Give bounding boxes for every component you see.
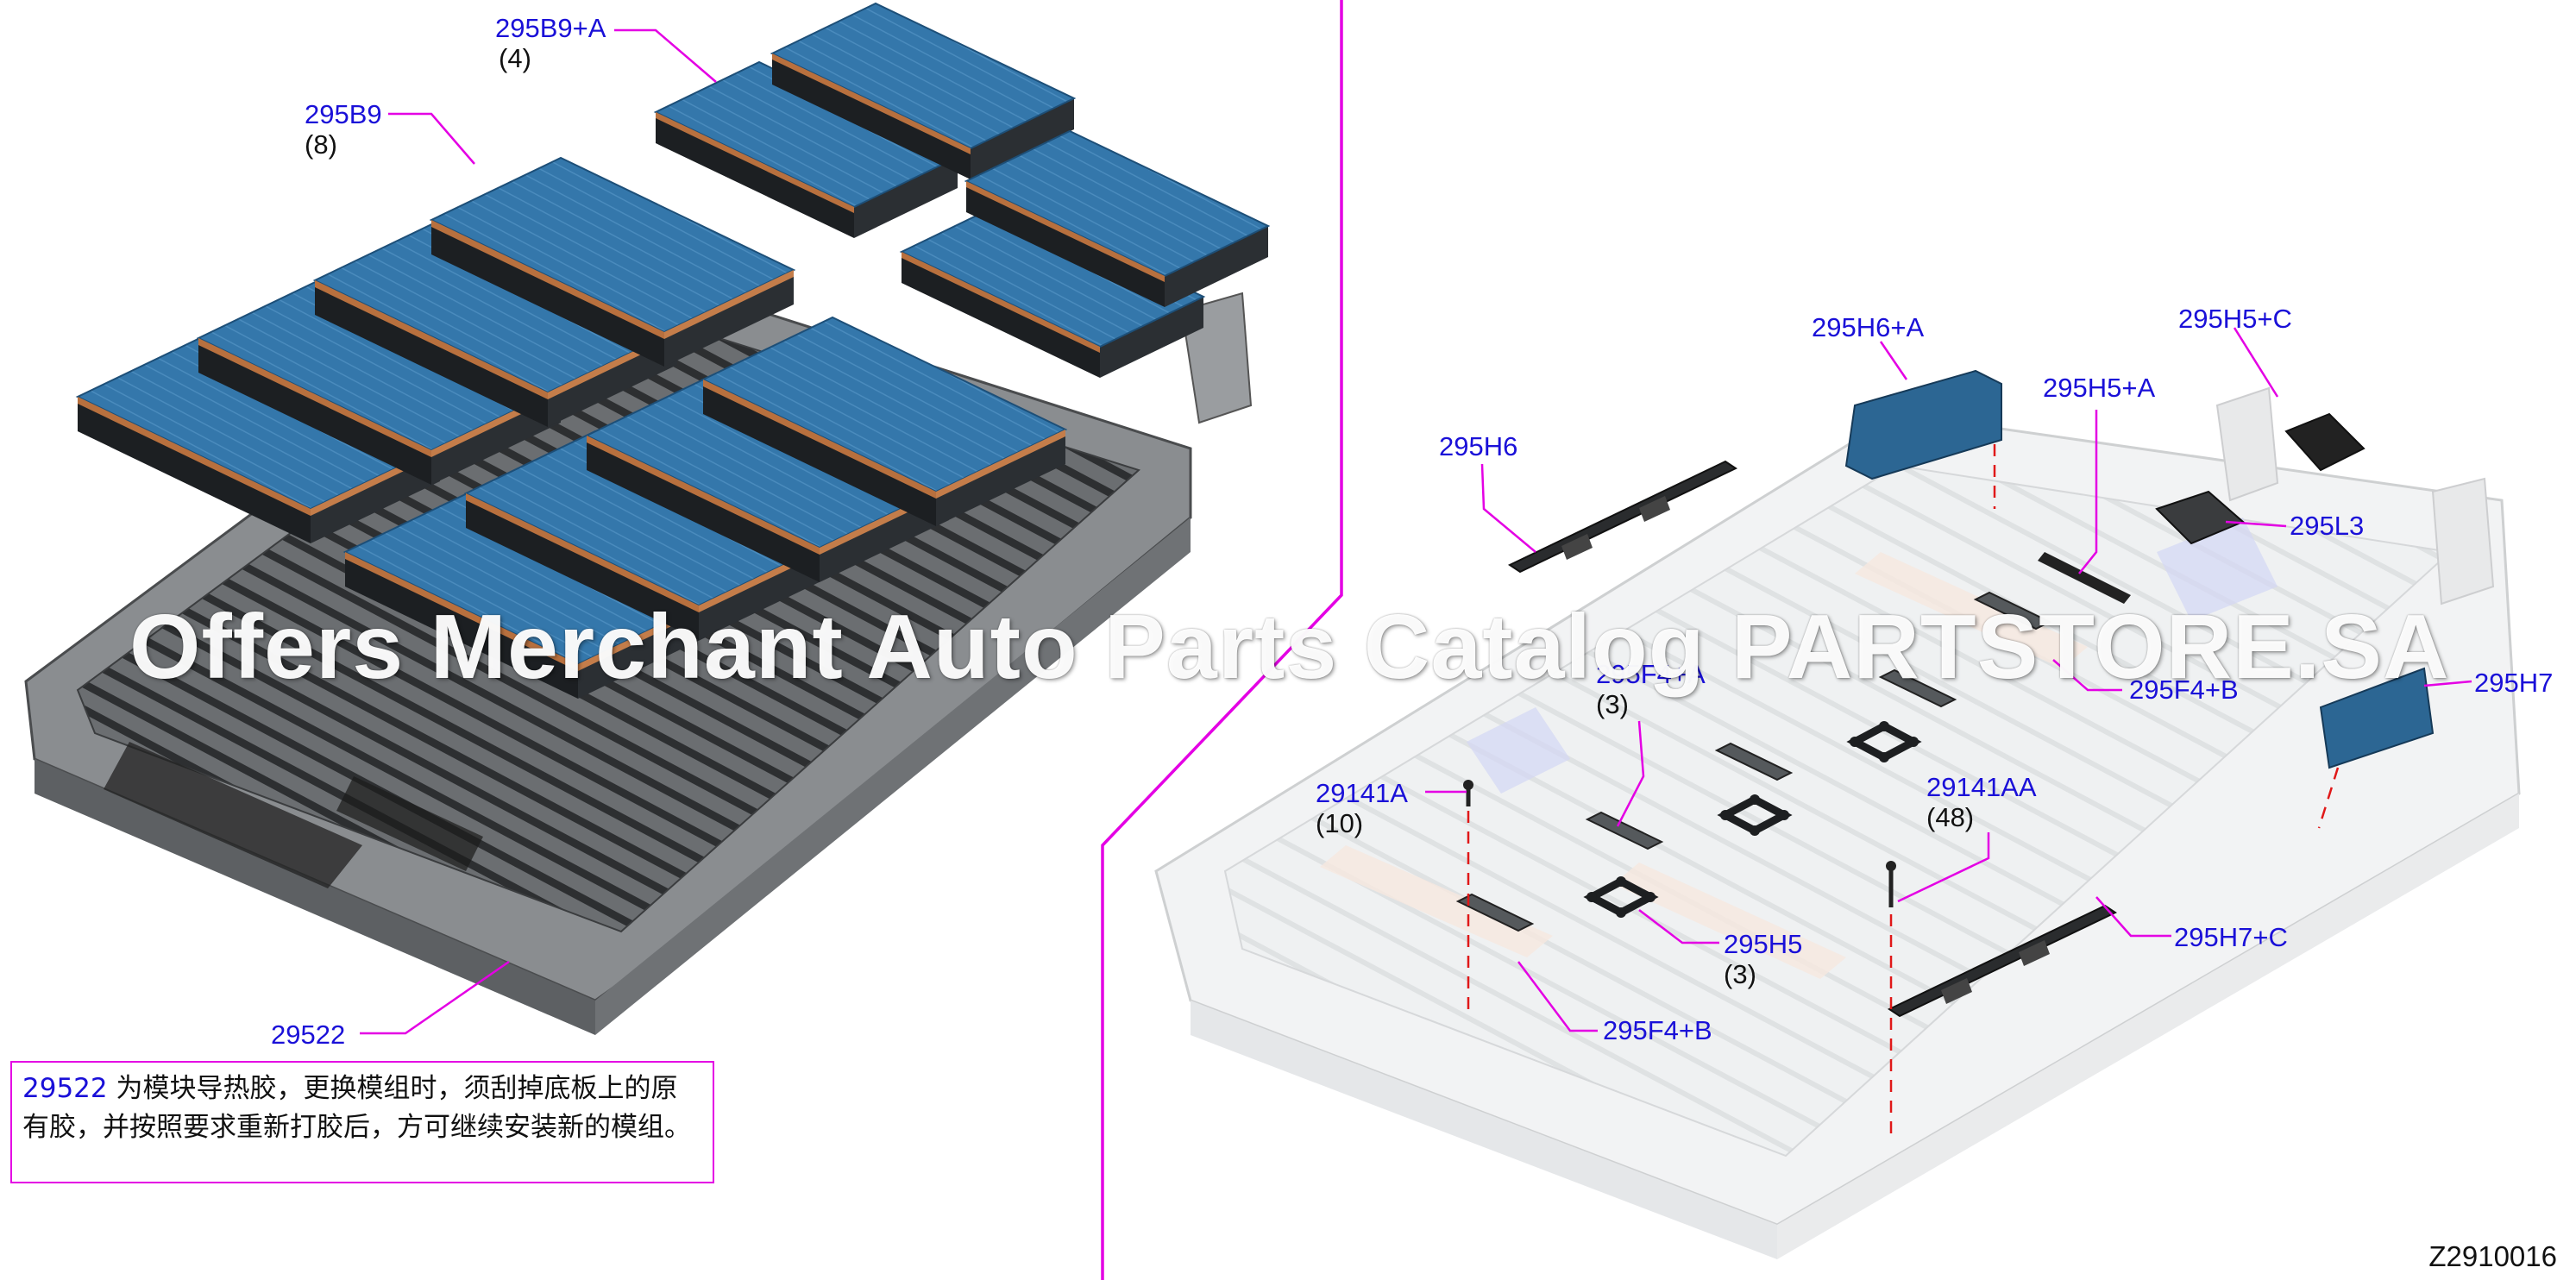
hidden-centerlines — [1467, 444, 2340, 1139]
callout-295H7C: 295H7+C — [2174, 922, 2288, 952]
leader-lines — [360, 28, 2472, 1035]
note-text: 为模块导热胶，更换模组时，须刮掉底板上的原有胶，并按照要求重新打胶后，方可继续安… — [22, 1073, 691, 1143]
battery-tray-right-ghost — [1154, 386, 2521, 1259]
instruction-note: 29522 为模块导热胶，更换模组时，须刮掉底板上的原有胶，并按照要求重新打胶后… — [10, 1061, 714, 1183]
callout-295F4B-lower: 295F4+B — [1603, 1015, 1712, 1045]
callout-29141AA-qty: (48) — [1926, 802, 1974, 832]
callout-295B9: 295B9 — [305, 99, 382, 129]
callout-29522: 29522 — [271, 1020, 345, 1050]
callout-295H5: 295H5 — [1724, 929, 1802, 959]
callout-295H6: 295H6 — [1439, 431, 1517, 461]
callout-295B9-qty: (8) — [305, 129, 337, 160]
callout-295H5C: 295H5+C — [2178, 304, 2292, 334]
callout-295F4A: 295F4+A — [1596, 659, 1706, 689]
callout-29141A: 29141A — [1316, 778, 1408, 808]
callout-295H7: 295H7 — [2474, 668, 2553, 698]
callout-295B9A-qty: (4) — [499, 43, 531, 73]
callout-295H5A: 295H5+A — [2043, 373, 2155, 403]
drawing-number: Z2910016 — [2428, 1240, 2557, 1272]
callout-295F4A-qty: (3) — [1596, 689, 1629, 719]
right-parts — [1457, 369, 2435, 1017]
callout-295H5-qty: (3) — [1724, 959, 1756, 989]
callout-29141A-qty: (10) — [1316, 808, 1363, 838]
callout-295F4B-upper: 295F4+B — [2129, 675, 2239, 705]
callout-295H6A: 295H6+A — [1812, 312, 1924, 342]
note-reference: 29522 — [22, 1073, 108, 1104]
section-divider — [1101, 0, 1343, 1280]
callout-295B9A: 295B9+A — [495, 13, 606, 43]
watermark: Offers Merchant Auto Parts Catalog PARTS… — [129, 596, 2450, 698]
callout-29141AA: 29141AA — [1926, 772, 2037, 802]
callout-295L3: 295L3 — [2290, 511, 2364, 541]
